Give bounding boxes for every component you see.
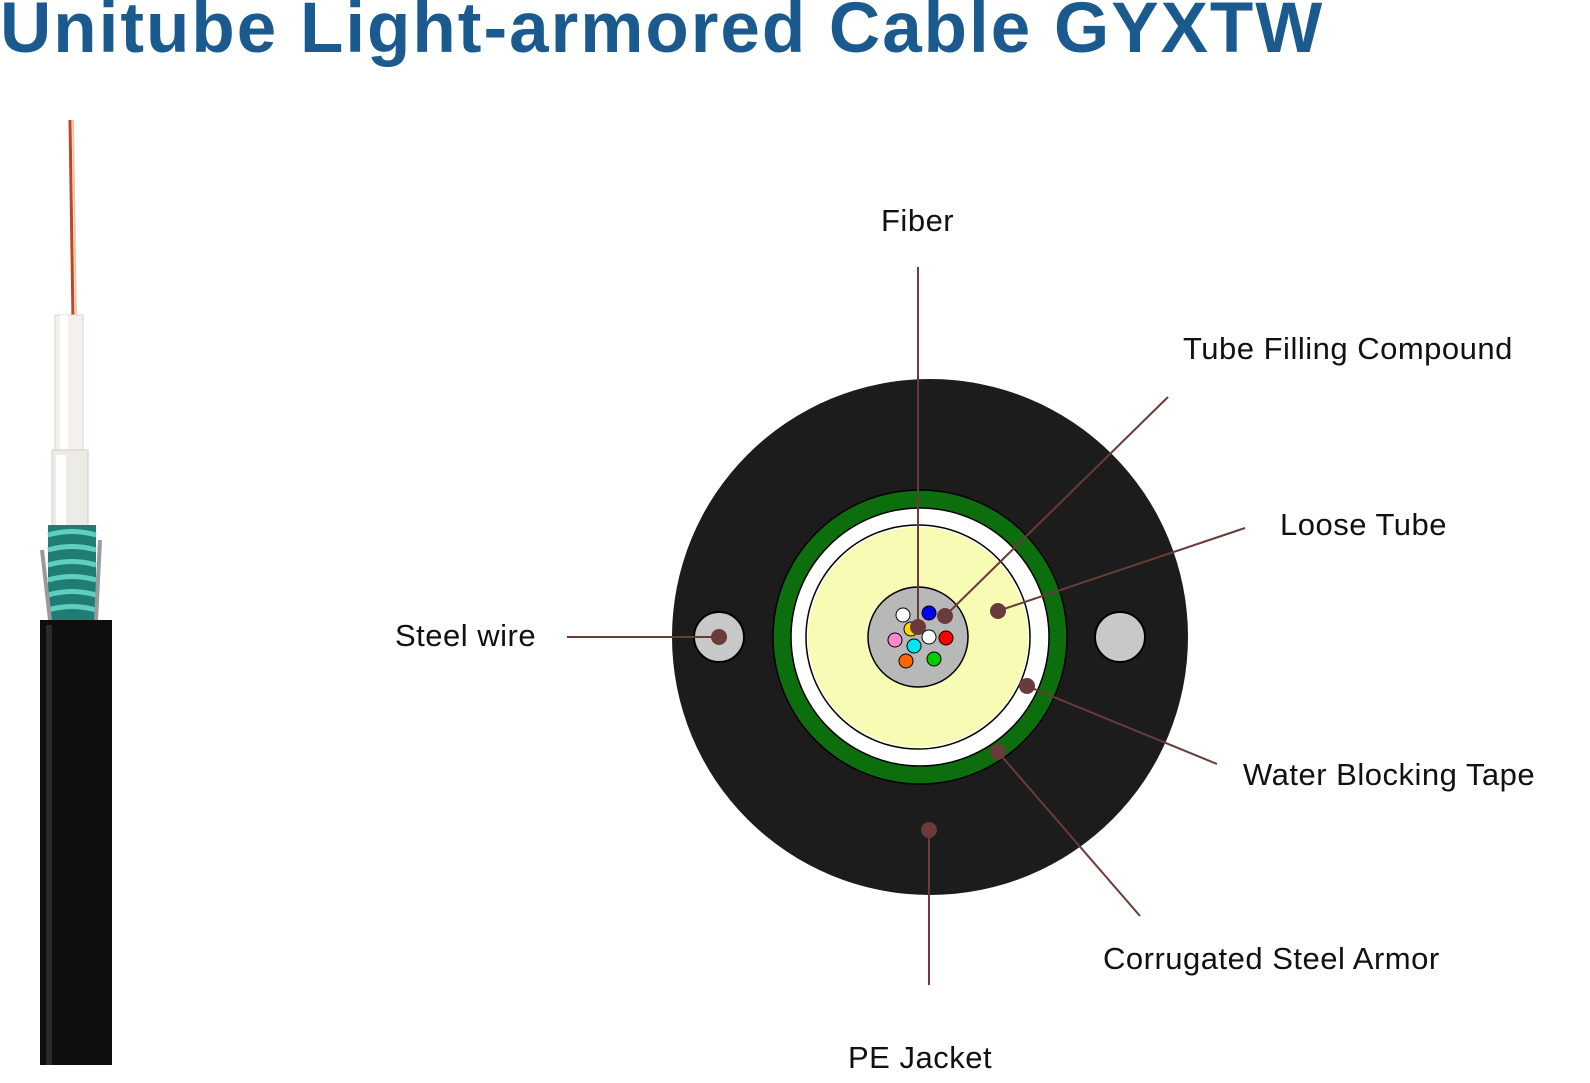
fiber-red (938, 630, 954, 646)
leader-armor (997, 751, 1141, 917)
label-loose-tube: Loose Tube (1280, 507, 1448, 542)
fiber-white (895, 607, 911, 623)
fiber-orange (898, 653, 914, 669)
page-title: Unitube Light-armored Cable GYXTW (0, 0, 1325, 68)
dot-armor (990, 744, 1006, 760)
fiber-blue (921, 605, 937, 621)
label-steel-wire: Steel wire (395, 618, 537, 653)
leader-water-blocking (1026, 685, 1218, 765)
steel-wire-right (1094, 611, 1146, 663)
dot-pe-jacket (921, 822, 937, 838)
fiber-aqua (906, 638, 922, 654)
label-tube-filling-compound: Tube Filling Compound (1183, 331, 1513, 366)
dot-tube-filling (937, 608, 953, 624)
dot-water-blocking (1019, 678, 1035, 694)
leader-loose-tube (997, 527, 1246, 612)
label-fiber: Fiber (881, 203, 955, 238)
dot-fiber (910, 619, 926, 635)
dot-loose-tube (990, 603, 1006, 619)
dot-steel-wire (711, 629, 727, 645)
fiber-white-2 (921, 629, 937, 645)
label-water-blocking-tape: Water Blocking Tape (1243, 757, 1536, 792)
fiber-pink (887, 632, 903, 648)
leader-tube-filling (944, 396, 1169, 617)
cable-photo (40, 119, 112, 1065)
label-corrugated-steel-armor: Corrugated Steel Armor (1103, 941, 1440, 976)
label-pe-jacket: PE Jacket (848, 1040, 993, 1075)
fiber-green (926, 651, 942, 667)
